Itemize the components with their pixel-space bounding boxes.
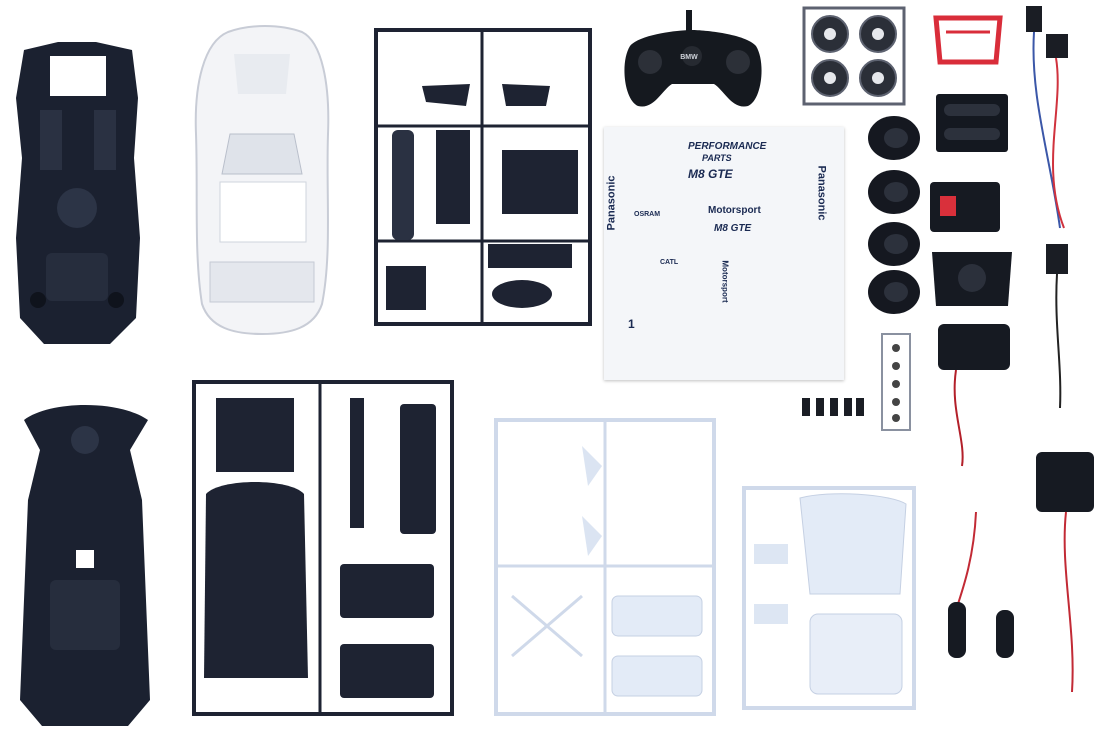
decal-motorsport-top: Motorsport [708, 205, 761, 216]
wire-harness-top-right [1020, 6, 1080, 236]
motor-gearbox [936, 322, 1012, 372]
wire-harness-mid-right [1040, 244, 1080, 414]
wire-lead-center [946, 370, 976, 470]
speaker-pair [944, 506, 1024, 662]
remote-logo-text: BMW [680, 54, 698, 61]
clear-parts-sprue-right [740, 484, 918, 712]
battery-box [934, 92, 1010, 154]
remote-controller [620, 10, 766, 110]
receiver-module [928, 180, 1002, 234]
small-connectors [800, 394, 866, 420]
black-parts-sprue-bottom [190, 378, 456, 718]
decal-model-top: M8 GTE [688, 167, 733, 181]
chassis-upper-part [10, 38, 145, 350]
tyres-stack [866, 110, 922, 314]
decal-performance: PERFORMANCE [688, 141, 767, 152]
red-light-frame [932, 12, 1004, 68]
decal-sheet: Panasonic Panasonic PERFORMANCE PARTS M8… [604, 127, 844, 380]
white-body-shell [190, 24, 335, 336]
decal-number: 1 [628, 317, 635, 331]
decal-parts: PARTS [702, 153, 732, 163]
chassis-lower-part [10, 400, 160, 730]
wheel-rims-sprue [802, 6, 906, 106]
decal-brand-left: Panasonic [605, 175, 618, 231]
decal-osram: OSRAM [634, 211, 661, 218]
steering-gearbox [928, 244, 1016, 314]
clear-parts-sprue-left [492, 416, 718, 718]
decal-catl: CATL [660, 259, 679, 266]
decal-model-mid: M8 GTE [714, 223, 752, 234]
decal-motorsport-side: Motorsport [720, 260, 730, 303]
decal-brand-right: Panasonic [815, 165, 828, 221]
screw-strip [880, 332, 912, 432]
servo-unit [1032, 448, 1098, 698]
black-parts-sprue-top [372, 26, 594, 328]
